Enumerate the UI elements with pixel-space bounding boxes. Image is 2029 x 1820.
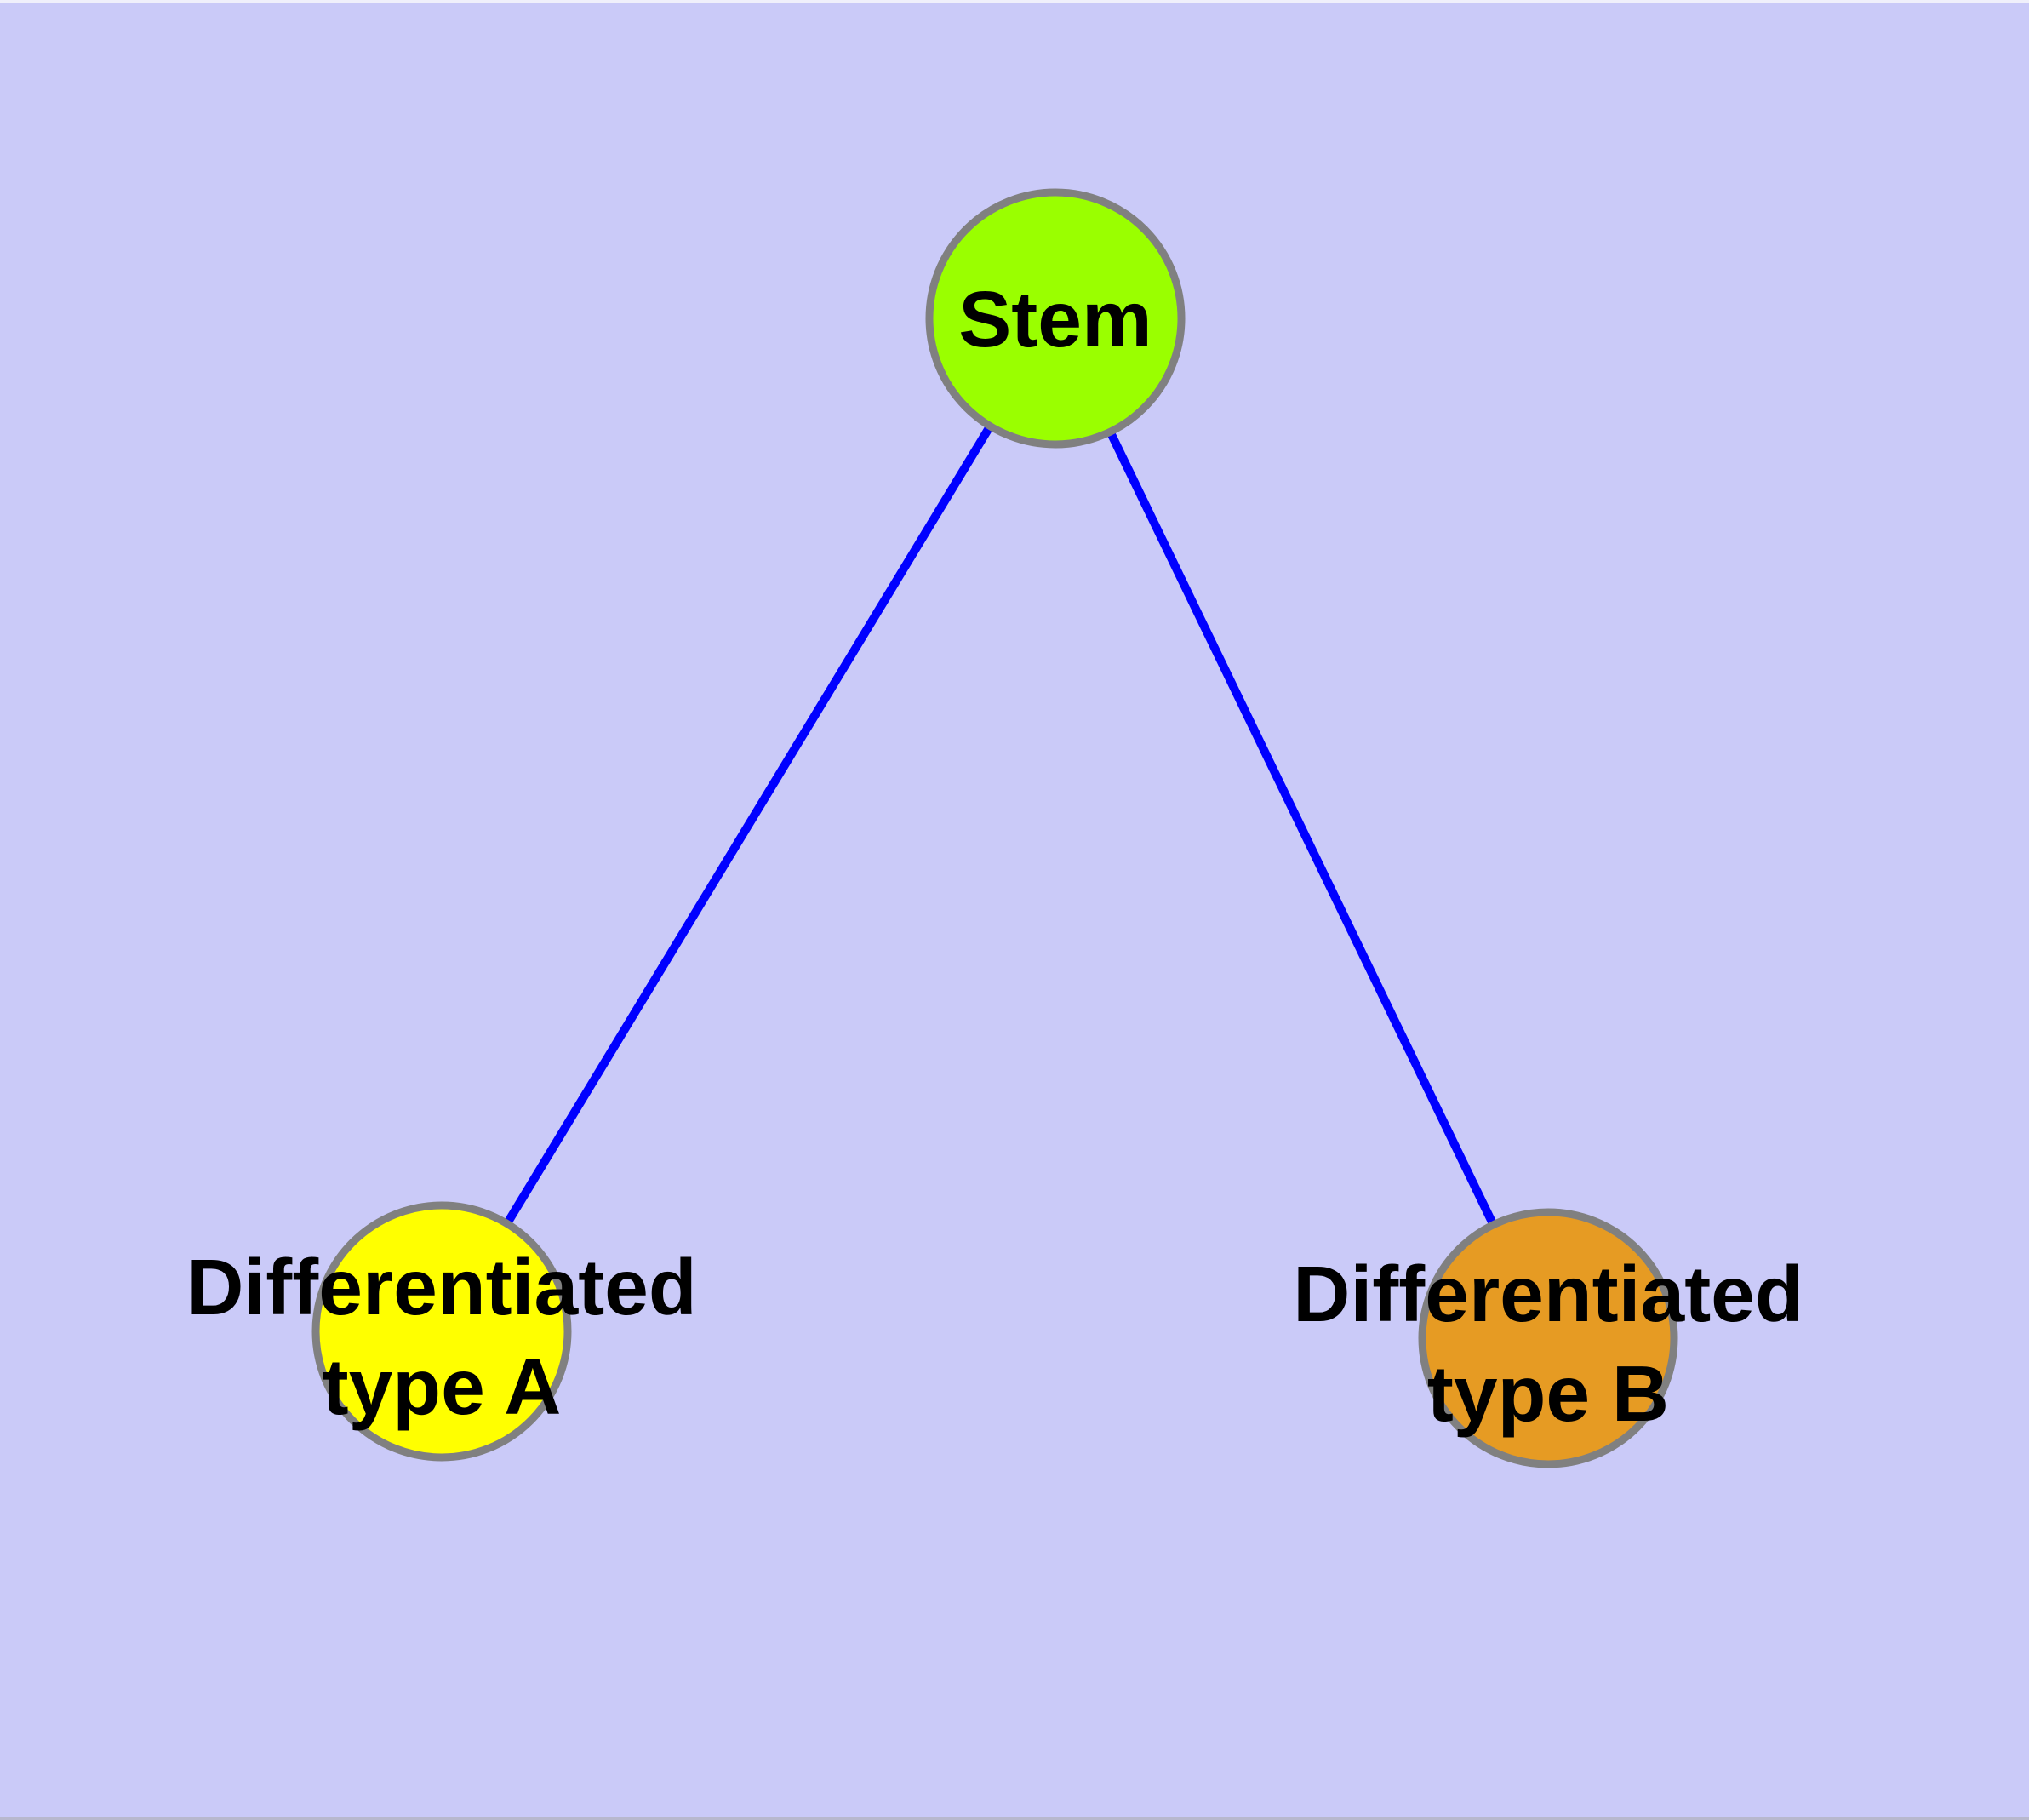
edge-stem-to-type-a — [437, 316, 1060, 1334]
node-type-b-label-line2: type B — [1427, 1349, 1669, 1438]
node-stem-label: Stem — [958, 275, 1152, 363]
node-stem-circle — [925, 188, 1186, 449]
node-type-b-circle — [1418, 1208, 1678, 1468]
node-type-a-circle — [311, 1201, 572, 1462]
edge-stem-to-type-b — [1051, 316, 1552, 1341]
top-edge-strip — [0, 0, 2029, 3]
node-type-b-label-line1: Differentiated — [1293, 1250, 1803, 1338]
bottom-edge-strip — [0, 1817, 2029, 1820]
node-type-a-label-line2: type A — [323, 1342, 562, 1431]
node-type-a-label-line1: Differentiated — [186, 1243, 696, 1331]
